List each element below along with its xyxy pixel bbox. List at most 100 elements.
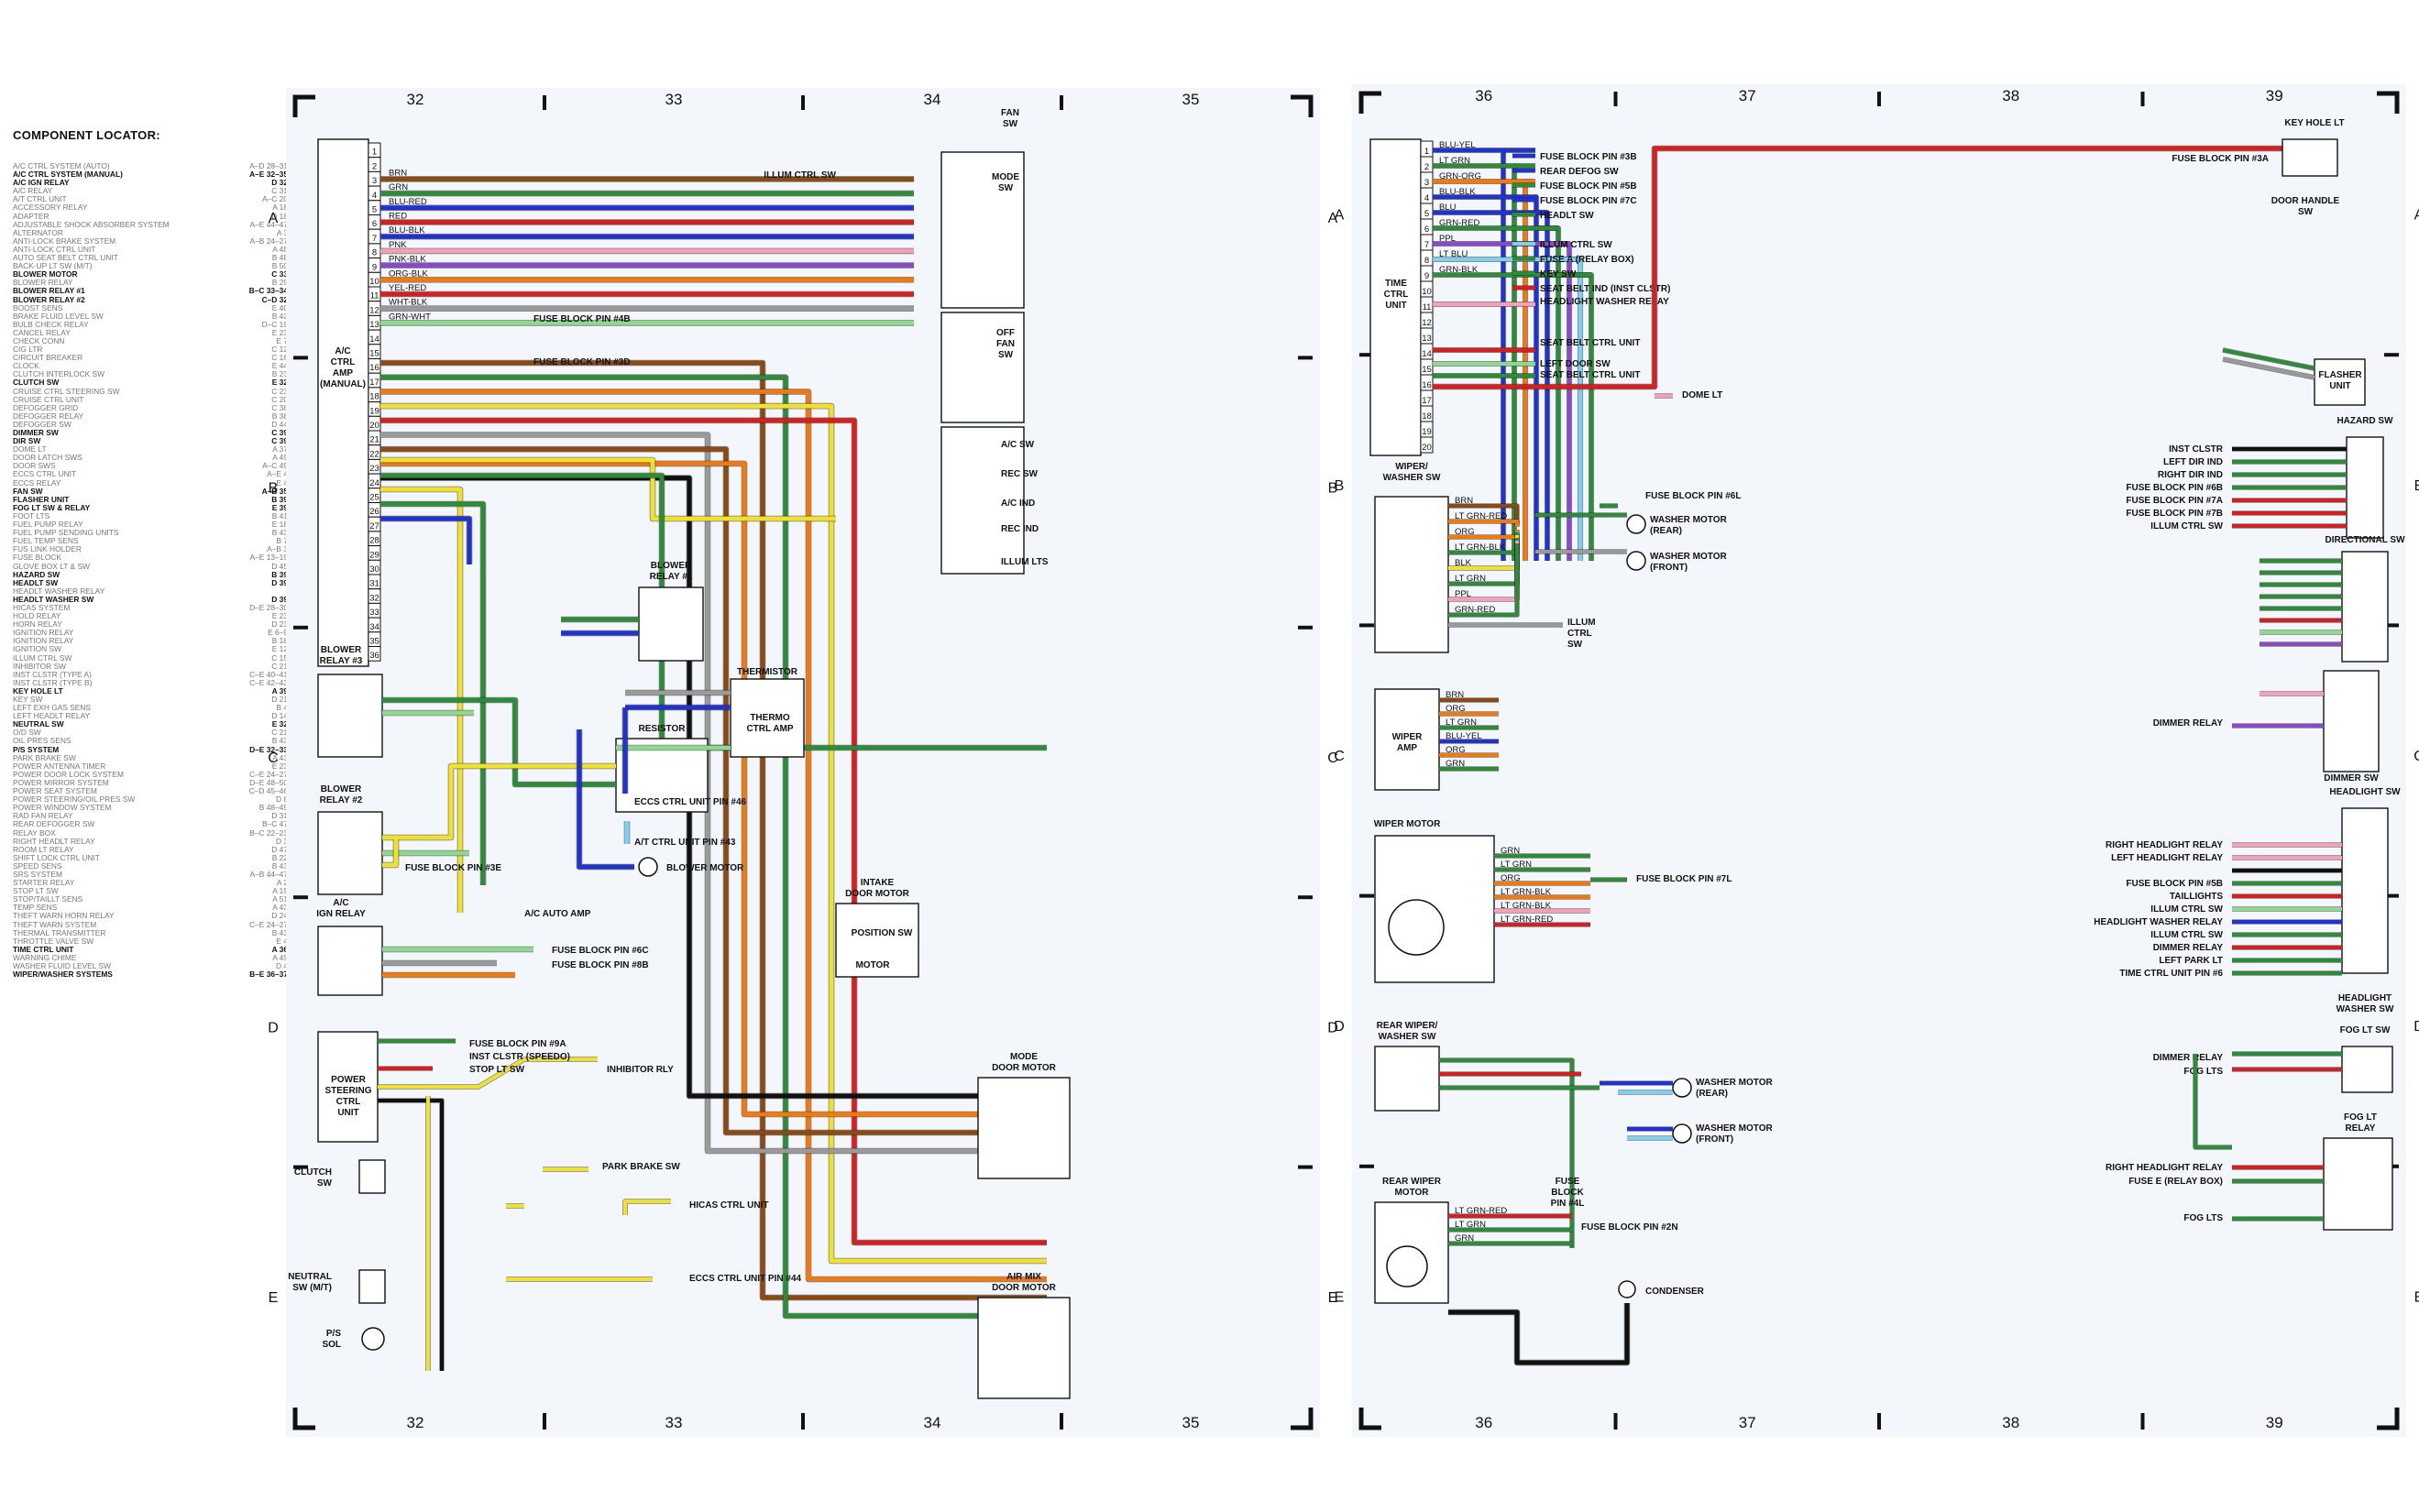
locator-item-ref: D 8 (275, 795, 288, 805)
washer-rear-label: WASHER MOTOR (1650, 515, 1727, 525)
blower-motor-label: BLOWER MOTOR (666, 863, 744, 873)
diagram-sheet-right: 3636373738383939AABBCCDDEETIMECTRLUNIT12… (1334, 84, 2419, 1437)
headlight-connection-label: FUSE BLOCK PIN #5B (2126, 879, 2223, 889)
locator-item-ref: D 24 (271, 912, 288, 921)
ps-sol-label: SOL (322, 1340, 341, 1350)
corner-bracket (1291, 94, 1314, 117)
locator-item-ref: E 23 (271, 612, 288, 621)
time-pin: 4 (1424, 193, 1429, 203)
corner-bracket (292, 94, 315, 117)
amp-pin: 26 (369, 507, 379, 517)
locator-item-name: STOP/TAILLT SENS (13, 895, 83, 904)
wiper-motor-label: WIPER MOTOR (1374, 819, 1441, 829)
wire-color-label: LT GRN-RED (1455, 511, 1507, 521)
directional-sw (2341, 551, 2389, 663)
intake-door-motor (835, 903, 919, 978)
locator-item: BACK-UP LT SW (M/T)B 50 (13, 262, 288, 270)
fan-sw-label: FAN (1001, 108, 1019, 118)
locator-item-ref: A–E 44–47 (249, 220, 288, 229)
locator-item-ref: C 39 (271, 429, 288, 437)
locator-item-name: HAZARD SW (13, 570, 60, 579)
wire-color-label: PPL (1455, 589, 1471, 599)
locator-item-name: FOOT LTS (13, 511, 50, 520)
blower-relay-2-label: BLOWER (321, 784, 362, 794)
locator-item-ref: B 48 (271, 254, 288, 263)
locator-item-name: TIME CTRL UNIT (13, 945, 74, 954)
locator-item-name: DIR SW (13, 437, 41, 446)
row-letter: B (269, 481, 279, 497)
fuse-9a-label: FUSE BLOCK PIN #9A (469, 1039, 566, 1049)
locator-item-ref: A 18 (272, 203, 288, 213)
headlight-connection-label: LEFT PARK LT (2159, 956, 2223, 966)
wire (1448, 543, 1519, 617)
locator-item-name: IGNITION RELAY (13, 629, 74, 638)
hazard-connection-label: INST CLSTR (2169, 444, 2224, 455)
locator-item: DIR SW C 39 (13, 437, 288, 445)
locator-item-name: ALTERNATOR (13, 228, 63, 237)
time-pin: 12 (1422, 318, 1432, 328)
stop-lt-sw-label: STOP LT SW (469, 1065, 525, 1075)
wire (380, 403, 1047, 1264)
right-connection-label: FUSE BLOCK PIN #5B (1540, 181, 1637, 192)
component-locator: COMPONENT LOCATOR: A/C CTRL SYSTEM (AUTO… (13, 128, 288, 979)
locator-item-name: POWER ANTENNA TIMER (13, 761, 106, 771)
hazard-connection-label: FUSE BLOCK PIN #7A (2126, 496, 2223, 506)
ps-unit-label: CTRL (336, 1097, 361, 1107)
locator-item-ref: D 39 (271, 578, 288, 587)
time-unit-label: UNIT (1385, 301, 1406, 311)
column-number: 34 (924, 1414, 941, 1431)
locator-item-ref: A–B 24–27 (249, 236, 288, 246)
air-mix-door-motor (977, 1297, 1071, 1399)
wire-color-label: LT GRN (1455, 574, 1486, 584)
thermo-amp-label: THERMO (750, 713, 790, 723)
wire-color-label: LT GRN (1446, 718, 1477, 728)
locator-item-ref: C 39 (271, 437, 288, 446)
locator-item-name: FUEL PUMP RELAY (13, 520, 83, 530)
amp-pin: 33 (369, 608, 379, 618)
wire-color-label: GRN-WHT (389, 312, 431, 322)
wiper-amp (1374, 688, 1440, 791)
intake-motor-label: DOOR MOTOR (845, 889, 910, 899)
locator-item-ref: D 21 (271, 696, 288, 704)
time-pin: 6 (1424, 225, 1429, 235)
time-pin: 15 (1422, 365, 1432, 375)
motor-label: MOTOR (855, 960, 890, 970)
wire-color-label: GRN-RED (1455, 605, 1495, 615)
locator-item-name: LEFT EXH GAS SENS (13, 704, 92, 713)
hazard-connection-label: LEFT DIR IND (2163, 457, 2223, 467)
locator-item-name: HEADLT WASHER SW (13, 595, 94, 604)
wire-color-label: BLU-BLK (389, 225, 425, 236)
wire-color-label: YEL-RED (389, 283, 426, 293)
locator-item-ref: C 33 (271, 270, 288, 279)
row-letter: C (1334, 749, 1345, 764)
locator-item-ref: A 2 (276, 879, 288, 888)
locator-item-name: FUEL TEMP SENS (13, 537, 79, 546)
amp-pin: 30 (369, 564, 379, 575)
locator-item-ref: D–E 28–30 (249, 603, 288, 612)
locator-item-ref: E 39 (271, 503, 288, 512)
amp-pin: 31 (369, 579, 379, 589)
locator-item-ref: D 45 (271, 562, 288, 571)
locator-item-name: FUSE BLOCK (13, 553, 62, 563)
wire (382, 763, 616, 840)
wire-color-label: BLK (1455, 558, 1472, 568)
fan-sw-label: SW (998, 350, 1014, 360)
locator-item-ref: A–E 4 (267, 470, 288, 479)
headlight-connection-label: TIME CTRL UNIT PIN #6 (2119, 969, 2223, 979)
thermistor-label: THERMISTOR (737, 667, 798, 677)
locator-item-name: POWER STEERING/OIL PRES SW (13, 795, 136, 805)
locator-item-ref: A–C 49 (262, 462, 288, 471)
fuse-8b-label: FUSE BLOCK PIN #8B (552, 960, 649, 970)
